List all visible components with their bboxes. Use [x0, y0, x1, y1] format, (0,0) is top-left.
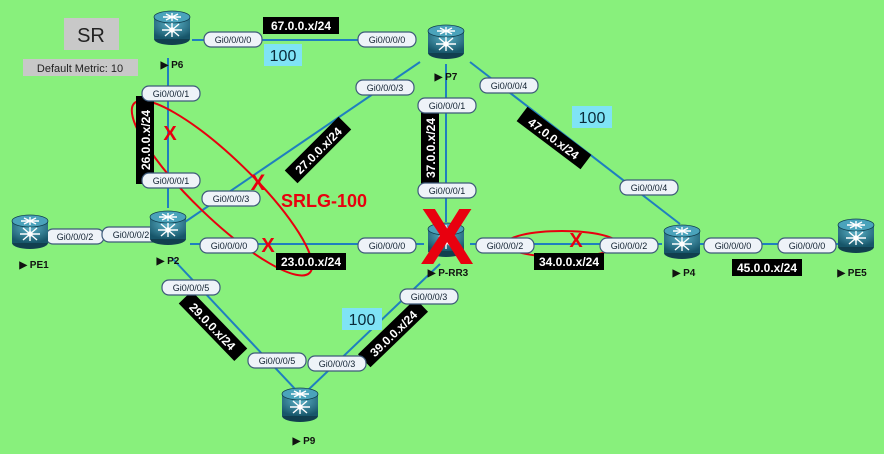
svg-text:Gi0/0/0/4: Gi0/0/0/4	[631, 183, 668, 193]
svg-text:Gi0/0/0/1: Gi0/0/0/1	[429, 101, 466, 111]
router-p9[interactable]: ▶ P9	[281, 387, 319, 447]
router-p7[interactable]: ▶ P7	[427, 24, 465, 83]
port-p4-gi2[interactable]: Gi0/0/0/2	[599, 237, 659, 254]
svg-text:▶ P9: ▶ P9	[292, 436, 316, 447]
failure-x-p6-p2: X	[163, 123, 177, 145]
svg-text:Gi0/0/0/0: Gi0/0/0/0	[211, 241, 248, 251]
svg-text:▶ P-RR3: ▶ P-RR3	[427, 268, 469, 279]
svg-text:Gi0/0/0/4: Gi0/0/0/4	[491, 81, 528, 91]
svg-text:Gi0/0/0/1: Gi0/0/0/1	[429, 186, 466, 196]
port-p9-gi3[interactable]: Gi0/0/0/3	[307, 355, 367, 372]
port-prr3-gi2[interactable]: Gi0/0/0/2	[475, 237, 535, 254]
svg-text:Gi0/0/0/3: Gi0/0/0/3	[367, 83, 404, 93]
subnet-37: 37.0.0.x/24	[421, 108, 439, 188]
router-pe1[interactable]: ▶ PE1	[11, 214, 49, 271]
svg-text:Gi0/0/0/0: Gi0/0/0/0	[369, 241, 406, 251]
svg-text:▶ P2: ▶ P2	[156, 256, 180, 267]
metric-p7-p4: 100	[572, 106, 612, 128]
svg-text:26.0.0.x/24: 26.0.0.x/24	[139, 110, 153, 170]
svg-text:▶ P4: ▶ P4	[672, 268, 696, 279]
svg-text:Gi0/0/0/5: Gi0/0/0/5	[173, 283, 210, 293]
subnet-23: 23.0.0.x/24	[276, 253, 346, 270]
svg-text:Gi0/0/0/0: Gi0/0/0/0	[215, 35, 252, 45]
svg-text:100: 100	[349, 312, 376, 329]
port-p2-gi0[interactable]: Gi0/0/0/0	[199, 237, 259, 254]
port-prr3-gi3[interactable]: Gi0/0/0/3	[399, 288, 459, 305]
svg-text:100: 100	[579, 110, 606, 127]
port-p4-gi4[interactable]: Gi0/0/0/4	[619, 179, 679, 196]
failure-x-p2-p7: X	[251, 170, 266, 195]
svg-text:Gi0/0/0/0: Gi0/0/0/0	[369, 35, 406, 45]
failure-x-p2-prr3: X	[261, 235, 275, 257]
port-prr3-gi0[interactable]: Gi0/0/0/0	[357, 237, 417, 254]
svg-text:67.0.0.x/24: 67.0.0.x/24	[271, 19, 331, 33]
router-p4[interactable]: ▶ P4	[663, 224, 701, 279]
port-p9-gi5[interactable]: Gi0/0/0/5	[247, 352, 307, 369]
svg-text:Gi0/0/0/0: Gi0/0/0/0	[789, 241, 826, 251]
port-p2-gi5[interactable]: Gi0/0/0/5	[161, 279, 221, 296]
svg-text:Gi0/0/0/5: Gi0/0/0/5	[259, 356, 296, 366]
svg-text:23.0.0.x/24: 23.0.0.x/24	[281, 255, 341, 269]
svg-text:▶ P7: ▶ P7	[434, 72, 458, 83]
port-p2-gi3[interactable]: Gi0/0/0/3	[201, 190, 261, 207]
svg-text:Gi0/0/0/2: Gi0/0/0/2	[487, 241, 524, 251]
page-title: SR	[77, 25, 105, 47]
port-p7-gi4[interactable]: Gi0/0/0/4	[479, 77, 539, 94]
svg-text:Gi0/0/0/2: Gi0/0/0/2	[57, 232, 94, 242]
router-p2[interactable]: ▶ P2	[149, 210, 187, 267]
svg-text:Gi0/0/0/1: Gi0/0/0/1	[153, 176, 190, 186]
metric-p6-p7: 100	[264, 44, 302, 66]
subnet-34: 34.0.0.x/24	[534, 253, 604, 270]
subnet-45: 45.0.0.x/24	[732, 259, 802, 276]
svg-text:34.0.0.x/24: 34.0.0.x/24	[539, 255, 599, 269]
svg-text:▶ PE1: ▶ PE1	[18, 260, 49, 271]
port-prr3-gi1[interactable]: Gi0/0/0/1	[417, 182, 477, 199]
srlg-label: SRLG-100	[281, 191, 367, 211]
svg-text:37.0.0.x/24: 37.0.0.x/24	[424, 118, 438, 178]
port-p7-gi0[interactable]: Gi0/0/0/0	[357, 31, 417, 48]
failure-x-prr3-p4: X	[569, 230, 583, 252]
router-prr3[interactable]: ▶ P-RR3	[427, 222, 469, 279]
svg-text:Gi0/0/0/2: Gi0/0/0/2	[611, 241, 648, 251]
port-p4-gi0[interactable]: Gi0/0/0/0	[703, 237, 763, 254]
port-p7-gi1[interactable]: Gi0/0/0/1	[417, 97, 477, 114]
subnet-67: 67.0.0.x/24	[263, 17, 339, 34]
srlg-ellipse	[130, 99, 314, 277]
subnet-26: 26.0.0.x/24	[136, 96, 154, 184]
default-metric-label: Default Metric: 10	[37, 63, 123, 75]
port-p2-gi1[interactable]: Gi0/0/0/1	[141, 172, 201, 189]
port-pe1-gi2[interactable]: Gi0/0/0/2	[45, 228, 105, 245]
svg-text:Gi0/0/0/3: Gi0/0/0/3	[213, 194, 250, 204]
title-box	[64, 18, 119, 50]
failure-x-node-prr3: X	[420, 192, 473, 281]
svg-text:Gi0/0/0/1: Gi0/0/0/1	[153, 89, 190, 99]
port-p7-gi3[interactable]: Gi0/0/0/3	[355, 79, 415, 96]
header: SR Default Metric: 10	[23, 18, 138, 76]
router-pe5[interactable]: ▶ PE5	[836, 218, 875, 279]
router-p6[interactable]: ▶ P6	[153, 10, 191, 71]
svg-text:Gi0/0/0/0: Gi0/0/0/0	[715, 241, 752, 251]
metric-box	[23, 59, 138, 76]
svg-text:▶ PE5: ▶ PE5	[836, 268, 867, 279]
port-p6-gi1[interactable]: Gi0/0/0/1	[141, 85, 201, 102]
svg-text:▶ P6: ▶ P6	[160, 60, 184, 71]
svg-text:45.0.0.x/24: 45.0.0.x/24	[737, 261, 797, 275]
svg-text:Gi0/0/0/3: Gi0/0/0/3	[319, 359, 356, 369]
metric-prr3-p9: 100	[342, 308, 382, 330]
port-p2-gi2[interactable]: Gi0/0/0/2	[101, 226, 161, 243]
svg-text:100: 100	[270, 48, 297, 65]
svg-text:Gi0/0/0/3: Gi0/0/0/3	[411, 292, 448, 302]
svg-text:Gi0/0/0/2: Gi0/0/0/2	[113, 230, 150, 240]
port-pe5-gi0[interactable]: Gi0/0/0/0	[777, 237, 837, 254]
port-p6-gi0[interactable]: Gi0/0/0/0	[203, 31, 263, 48]
